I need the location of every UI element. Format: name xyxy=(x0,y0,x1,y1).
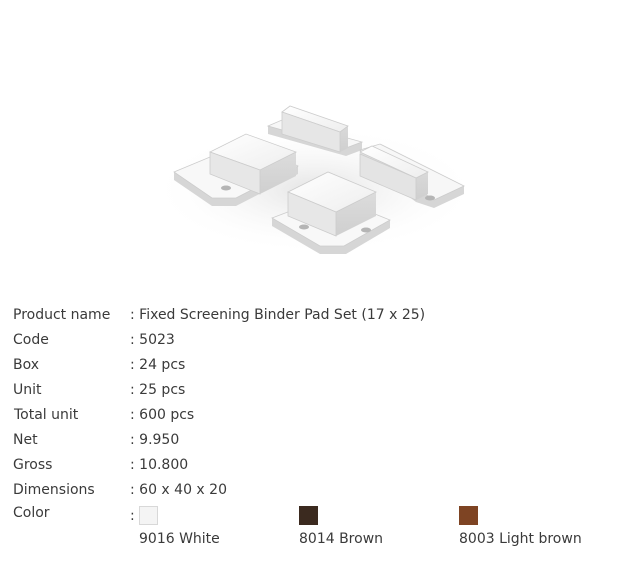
spec-label: Product name xyxy=(13,307,111,323)
spec-label: Gross xyxy=(13,457,53,473)
spec-value: : 10.800 xyxy=(130,457,189,473)
binder-pad-right xyxy=(359,143,465,208)
color-swatch-brown[interactable] xyxy=(299,506,318,525)
spec-row-color: Color : 9016 White 8014 Brown 8003 Light… xyxy=(13,504,633,554)
color-swatch-white[interactable] xyxy=(139,506,158,525)
spec-label: Total unit xyxy=(14,407,79,423)
spec-value: : 600 pcs xyxy=(130,407,195,423)
color-option-white[interactable]: 9016 White xyxy=(139,506,220,547)
color-option-light-brown[interactable]: 8003 Light brown xyxy=(459,506,582,547)
color-name: 8014 Brown xyxy=(299,531,384,547)
spec-label: Dimensions xyxy=(13,482,95,498)
spec-row-box: Box : 24 pcs xyxy=(13,354,633,379)
spec-row-net: Net : 9.950 xyxy=(13,429,633,454)
binder-pad-front xyxy=(271,171,391,254)
spec-label: Color xyxy=(13,505,50,521)
binder-pad-left xyxy=(173,133,299,206)
color-swatch-light-brown[interactable] xyxy=(459,506,478,525)
spec-value: : 24 pcs xyxy=(130,357,186,373)
spec-value: : 25 pcs xyxy=(130,382,186,398)
spec-label: Unit xyxy=(13,382,42,398)
spec-value: : 5023 xyxy=(130,332,175,348)
spec-row-dimensions: Dimensions : 60 x 40 x 20 xyxy=(13,479,633,504)
spec-row-total-unit: Total unit : 600 pcs xyxy=(13,404,633,429)
spec-label: Net xyxy=(13,432,38,448)
color-name: 8003 Light brown xyxy=(459,531,582,547)
spec-row-unit: Unit : 25 pcs xyxy=(13,379,633,404)
color-name: 9016 White xyxy=(139,531,220,547)
spec-value: : 9.950 xyxy=(130,432,180,448)
spec-value: : Fixed Screening Binder Pad Set (17 x 2… xyxy=(130,307,426,323)
color-colon: : xyxy=(130,508,135,524)
spec-label: Box xyxy=(13,357,40,373)
spec-label: Code xyxy=(13,332,49,348)
product-image xyxy=(150,105,480,255)
spec-value: : 60 x 40 x 20 xyxy=(130,482,227,498)
product-spec-table: Product name : Fixed Screening Binder Pa… xyxy=(13,304,633,554)
spec-row-gross: Gross : 10.800 xyxy=(13,454,633,479)
color-option-brown[interactable]: 8014 Brown xyxy=(299,506,383,547)
spec-row-code: Code : 5023 xyxy=(13,329,633,354)
spec-row-product-name: Product name : Fixed Screening Binder Pa… xyxy=(13,304,633,329)
binder-pad-back xyxy=(266,105,364,156)
